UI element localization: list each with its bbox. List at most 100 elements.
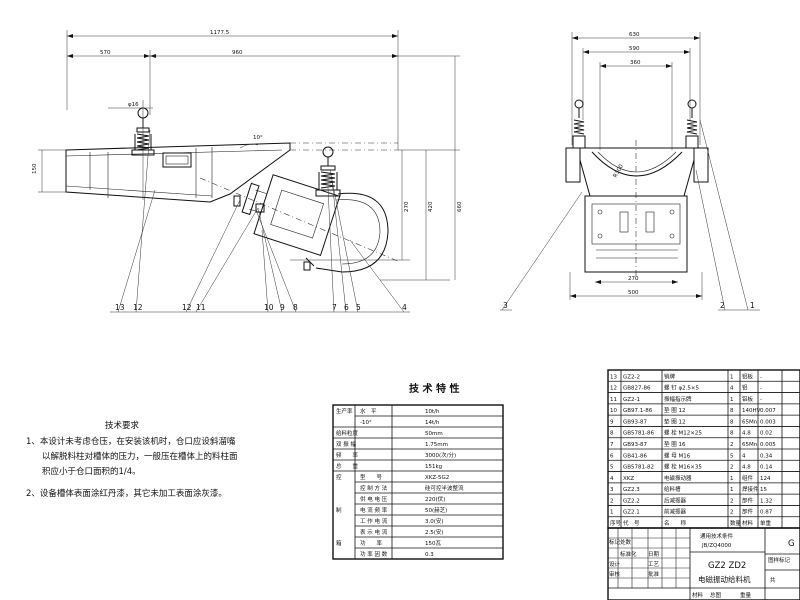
spec-value: 2.5(安) [425, 528, 444, 536]
spec-label: 总 重 [336, 462, 359, 470]
part-qty: 2 [730, 510, 734, 516]
part-mat: 铝 [742, 384, 748, 392]
part-qty: 8 [730, 431, 734, 437]
part-no: 9 [610, 419, 614, 425]
part-name: 垫 圈 16 [664, 440, 686, 448]
spec-value: 0.3 [425, 552, 434, 558]
spec-sub: 功 率 [360, 539, 383, 547]
part-no: 1 [610, 510, 614, 516]
part-code: XKZ [623, 476, 634, 482]
spec-value: 14t/h [425, 420, 440, 426]
stage-label: 图样标记 [768, 556, 791, 564]
title-label: 设计 [609, 560, 621, 568]
spec-sub: 工 作 电 流 [360, 517, 388, 525]
part-qty: 2 [730, 442, 734, 448]
spec-value: 50(赫芝) [425, 506, 447, 514]
dim-right-length: 960 [232, 50, 243, 56]
title-label: 批准 [648, 570, 660, 578]
callout-10: 10 [264, 303, 274, 312]
title-label: 日期 [648, 551, 660, 558]
part-name: 销牌 [664, 372, 676, 380]
tech-req-line-3: 积应小于仓口面积的1/4。 [42, 466, 141, 477]
part-no: 8 [610, 431, 614, 437]
part-mat: 组件 [742, 474, 754, 482]
part-qty: 1 [730, 397, 734, 403]
spec-label: 频 率 [336, 451, 359, 459]
part-wt: 0.007 [760, 408, 776, 414]
part-mat: 140HV [742, 408, 761, 414]
spec-value: XKZ-5G2 [425, 475, 449, 481]
part-name: 电磁振动器 [664, 474, 692, 482]
part-wt: 0.005 [760, 442, 776, 448]
spec-value: 150瓦 [425, 540, 441, 547]
part-code: GB827-86 [623, 386, 651, 392]
dim-top-width: 630 [629, 32, 640, 38]
spec-sub: 控 制 方 法 [360, 484, 388, 492]
part-wt: - [760, 397, 762, 403]
part-mat: 铝板 [742, 395, 754, 403]
part-wt: 0.34 [760, 453, 773, 459]
drawing-code: G [788, 539, 795, 549]
part-no: 10 [610, 408, 617, 414]
dim-left-length: 570 [100, 50, 111, 56]
part-qty: 8 [730, 419, 734, 425]
ref-standard-code: JB/ZQ4000 [701, 543, 732, 549]
part-name: 给料槽 [664, 485, 681, 493]
material-value: 总图 [710, 591, 722, 599]
part-qty: 5 [730, 453, 734, 459]
front-callouts: 13 12 12 11 10 9 8 7 6 5 4 [115, 303, 407, 312]
part-qty: 2 [730, 498, 734, 504]
vibrator-housing [584, 195, 688, 273]
sheet-label: 共 [770, 576, 776, 584]
part-name: 垫 圈 12 [664, 417, 686, 425]
spec-value: 50mm [425, 431, 443, 437]
part-name: 螺 栓 M12×25 [664, 429, 702, 437]
part-name: 前减振器 [664, 508, 687, 516]
callout-12a: 12 [133, 303, 143, 312]
spec-label: 制 [336, 506, 342, 514]
part-code: GB97.1-86 [623, 408, 653, 414]
spec-sub: 供 电 电 压 [360, 495, 388, 503]
part-qty: 1 [730, 476, 734, 482]
tech-specs-title: 技 术 特 性 [409, 382, 459, 395]
title-label: 审核 [609, 570, 621, 578]
tech-req-line-4: 2、设备槽体表面涂红丹漆，其它未加工表面涂灰漆。 [26, 488, 227, 499]
dim-angle: 10° [253, 135, 263, 141]
part-name: 螺 母 M16 [664, 451, 691, 459]
product-name: 电磁振动给料机 [698, 574, 751, 584]
part-wt: - [760, 386, 762, 392]
dim-height-1: 270 [404, 201, 410, 212]
spec-sub: 水 平 [360, 407, 377, 415]
part-header-wt: 单重 [760, 519, 772, 527]
part-no: 3 [610, 487, 614, 493]
part-code: GB93-87 [623, 442, 648, 448]
part-wt: - [760, 374, 762, 380]
part-code: GB41-86 [623, 453, 648, 459]
part-header-no: 序号 [610, 519, 622, 527]
spec-label: 给料粒度 [336, 429, 359, 437]
front-suspension: φ16 [108, 100, 155, 200]
title-label: 处数 [620, 538, 632, 546]
spec-sub: 功 率 因 数 [360, 550, 388, 558]
title-label: 标记 [609, 538, 621, 546]
dim-hole-dia: φ16 [128, 102, 139, 108]
part-no: 4 [610, 476, 614, 482]
part-mat: 焊接件 [742, 485, 759, 493]
dim-height-2: 420 [428, 201, 434, 212]
part-wt: 0.87 [760, 510, 773, 516]
dim-inner-width: 360 [630, 60, 641, 66]
callout-12b: 12 [182, 303, 192, 312]
part-mat: 65Mn [742, 419, 758, 425]
part-mat: 部件 [742, 496, 754, 504]
weight-label: 重量 [740, 591, 752, 599]
front-view: 1177.5 570 960 150 [32, 30, 463, 313]
part-code: GZ2.2 [623, 498, 640, 504]
side-spring-right [685, 99, 699, 149]
spec-value: 1.75mm [425, 442, 448, 448]
part-no: 6 [610, 453, 614, 459]
part-wt: 1.32 [760, 498, 772, 504]
part-mat: 65Mn [742, 442, 758, 448]
side-view: 630 590 360 R300 [500, 32, 760, 311]
